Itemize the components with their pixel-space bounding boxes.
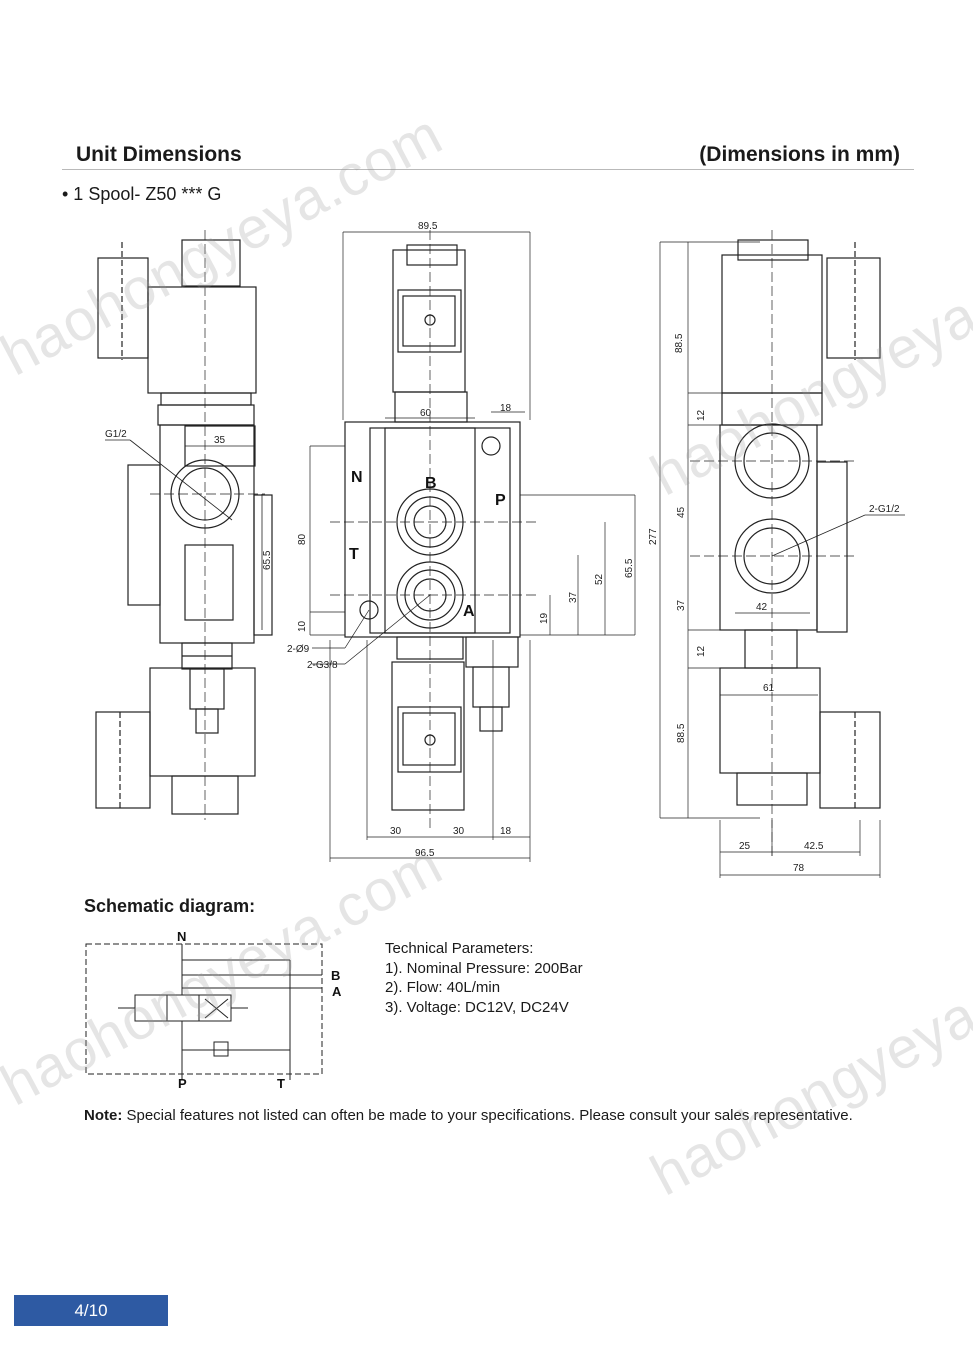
tech-heading: Technical Parameters: [385, 940, 534, 957]
dim-88-5-bottom: 88.5 [676, 723, 687, 743]
technical-parameters: Technical Parameters: 1). Nominal Pressu… [385, 939, 583, 1017]
dim-42-5: 42.5 [804, 841, 824, 852]
left-port-label: G1/2 [105, 429, 127, 440]
callout-holes: 2-Ø9 [287, 644, 310, 655]
dim-side-37: 37 [676, 599, 687, 611]
side-view [659, 230, 905, 878]
port-p-label: P [495, 492, 506, 509]
page-number: 4/10 [14, 1295, 168, 1326]
port-t-label: T [349, 546, 359, 563]
dim-30-left: 30 [390, 826, 402, 837]
dim-19: 19 [539, 612, 550, 624]
dim-277: 277 [648, 528, 659, 545]
schem-port-p: P [178, 1076, 187, 1091]
dim-96-5: 96.5 [415, 848, 435, 859]
dim-left-65-5: 65.5 [262, 550, 273, 570]
dim-35: 35 [214, 435, 226, 446]
dim-30-right: 30 [453, 826, 465, 837]
note-label: Note: [84, 1107, 123, 1124]
tech-item-pressure: 1). Nominal Pressure: 200Bar [385, 959, 583, 977]
dim-89-5: 89.5 [418, 221, 438, 232]
schem-port-b: B [331, 968, 340, 983]
schematic-symbol [85, 943, 323, 1080]
callout-threads: 2-G3/8 [307, 660, 338, 671]
schematic-title: Schematic diagram: [84, 896, 256, 916]
dim-25: 25 [739, 841, 751, 852]
schem-port-t: T [277, 1076, 285, 1091]
dim-18-top: 18 [500, 403, 512, 414]
dim-10: 10 [297, 620, 308, 632]
header-divider [62, 169, 914, 170]
dim-18-bottom: 18 [500, 826, 512, 837]
dim-42: 42 [756, 602, 768, 613]
port-b-label: B [425, 475, 437, 492]
dim-front-65-5: 65.5 [624, 558, 635, 578]
tech-item-flow: 2). Flow: 40L/min [385, 979, 501, 996]
units-note: (Dimensions in mm) [699, 143, 900, 166]
dim-78: 78 [793, 863, 805, 874]
dim-80: 80 [297, 533, 308, 545]
model-designation: • 1 Spool- Z50 *** G [62, 184, 222, 204]
schem-port-a: A [332, 984, 342, 999]
schem-port-n: N [177, 929, 186, 944]
tech-item-voltage: 3). Voltage: DC12V, DC24V [385, 998, 569, 1016]
note: Note: Special features not listed can of… [84, 1107, 853, 1124]
dim-88-5-top: 88.5 [674, 333, 685, 353]
dim-12-bottom: 12 [696, 645, 707, 657]
port-a-label: A [463, 603, 475, 620]
left-view [95, 230, 273, 820]
dim-45: 45 [676, 506, 687, 518]
front-view [309, 230, 636, 862]
note-text: Special features not listed can often be… [122, 1107, 853, 1124]
section-title: Unit Dimensions [76, 143, 242, 166]
dim-12-top: 12 [696, 409, 707, 421]
port-n-label: N [351, 469, 363, 486]
dim-52: 52 [594, 573, 605, 585]
dim-61: 61 [763, 683, 775, 694]
dim-60: 60 [420, 408, 432, 419]
side-callout: 2-G1/2 [869, 504, 900, 515]
dim-37: 37 [568, 591, 579, 603]
